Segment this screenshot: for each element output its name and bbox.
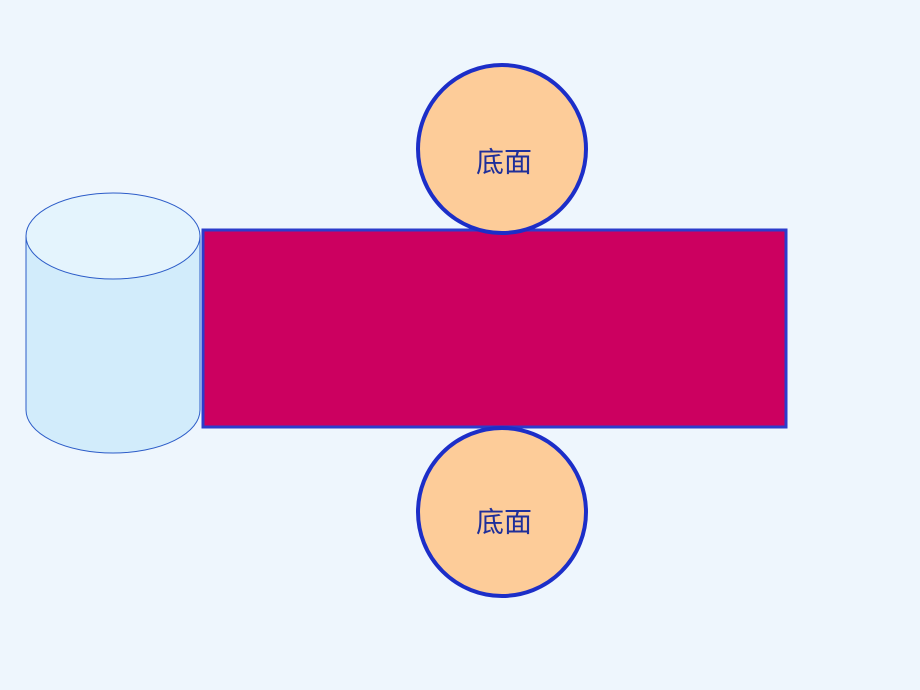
- top-base-label: 底面: [476, 146, 532, 179]
- top-base-circle: 底面: [416, 63, 588, 235]
- cylinder: [25, 192, 201, 454]
- cylinder-top-ellipse: [25, 192, 201, 280]
- lateral-surface-rect: [201, 228, 788, 429]
- bottom-base-circle-shape: [416, 426, 588, 598]
- bottom-base-label: 底面: [476, 506, 532, 539]
- top-base-circle-shape: [416, 63, 588, 235]
- bottom-base-circle: 底面: [416, 426, 588, 598]
- cylinder-body: [25, 235, 201, 454]
